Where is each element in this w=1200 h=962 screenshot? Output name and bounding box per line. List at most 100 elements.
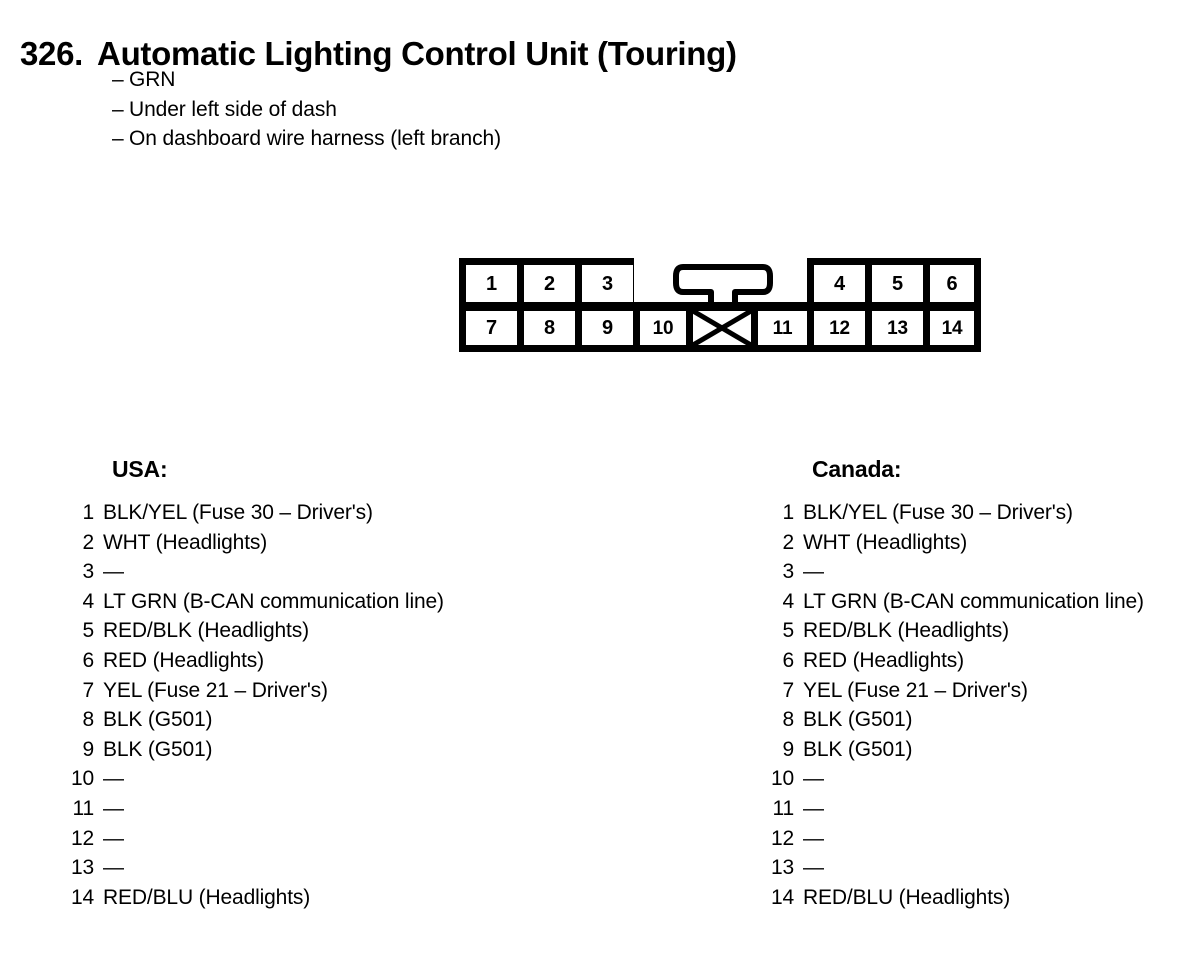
pin-row-number: 9 [782, 737, 794, 761]
pin-list-canada: 1 BLK/YEL (Fuse 30 – Driver's) 2 WHT (Headl… [700, 498, 1144, 912]
pin-row-number: 14 [770, 885, 794, 909]
pin-row: 4 LT GRN (B-CAN communication line) [700, 587, 1144, 617]
connector-pin-12[interactable]: 12 [814, 311, 865, 345]
pin-row-description: BLK (G501) [103, 708, 213, 732]
column-heading-usa: USA: [112, 456, 168, 482]
pin-number-label: 1 [486, 272, 497, 295]
pin-row-number: 2 [82, 530, 94, 554]
pin-row-number: 2 [782, 530, 794, 554]
pin-row-description: — [103, 856, 124, 880]
pin-row: 10— [700, 764, 1144, 794]
pin-row-number: 7 [82, 678, 94, 702]
connector-pin-6[interactable]: 6 [930, 265, 974, 302]
pin-row-number: 13 [70, 856, 94, 880]
pin-row-description: RED (Headlights) [803, 648, 964, 672]
pin-row: 11— [0, 794, 444, 824]
pin-row: 2 WHT (Headlights) [700, 528, 1144, 558]
pin-number-label: 5 [892, 272, 903, 295]
pin-number-label: 13 [887, 317, 908, 339]
connector-pin-7[interactable]: 7 [466, 311, 517, 345]
pin-row: 12— [0, 824, 444, 854]
pin-row: 10— [0, 764, 444, 794]
pin-row-number: 6 [782, 648, 794, 672]
connector-pin-13[interactable]: 13 [872, 311, 923, 345]
connector-pin-1[interactable]: 1 [466, 265, 517, 302]
pin-row-description: LT GRN (B-CAN communication line) [803, 589, 1144, 613]
connector-pin-3[interactable]: 3 [582, 265, 633, 302]
connector-pin-9[interactable]: 9 [582, 311, 633, 345]
connector-pin-11[interactable]: 11 [758, 311, 807, 345]
connector-pin-4[interactable]: 4 [814, 265, 865, 302]
pin-row: 3— [700, 557, 1144, 587]
pin-row-description: — [803, 560, 824, 584]
pin-row: 14 RED/BLU (Headlights) [0, 883, 444, 913]
connector-pin-2[interactable]: 2 [524, 265, 575, 302]
pin-row-description: WHT (Headlights) [803, 530, 968, 554]
pin-row-description: LT GRN (B-CAN communication line) [103, 589, 444, 613]
pin-row-description: BLK (G501) [103, 737, 213, 761]
pin-row-description: BLK/YEL (Fuse 30 – Driver's) [803, 501, 1073, 524]
connector-pin-14[interactable]: 14 [930, 311, 974, 345]
pin-number-label: 9 [602, 317, 613, 339]
pin-row-number: 1 [782, 501, 794, 524]
pin-row-description: BLK (G501) [803, 737, 913, 761]
pin-row: 8 BLK (G501) [700, 705, 1144, 735]
page-title-number: 326. [20, 35, 84, 73]
pin-row-description: — [803, 826, 824, 850]
pin-row-number: 13 [770, 856, 794, 880]
page-title-text: Automatic Lighting Control Unit (Touring… [97, 35, 737, 73]
pin-row-description: YEL (Fuse 21 – Driver's) [103, 678, 328, 702]
cavity-cross-icon [693, 311, 751, 345]
subtitle-text: Under left side of dash [129, 97, 337, 121]
subtitle-list: –GRN–Under left side of dash–On dashboar… [112, 65, 501, 154]
pin-row-description: RED/BLU (Headlights) [103, 885, 311, 909]
title-block: 326. Automatic Lighting Control Unit (To… [20, 12, 1180, 150]
pin-number-label: 14 [941, 317, 963, 339]
pin-row-description: — [803, 767, 824, 791]
pin-row: 13 — [0, 853, 444, 883]
pin-row-number: 12 [770, 826, 794, 850]
pin-row-number: 6 [82, 648, 94, 672]
pin-number-label: 8 [544, 317, 555, 339]
connector-pin-8[interactable]: 8 [524, 311, 575, 345]
pin-number-label: 11 [772, 317, 793, 339]
pin-number-label: 7 [486, 317, 497, 339]
pin-number-label: 2 [544, 272, 555, 295]
latch-recess-area [634, 258, 807, 302]
pin-number-label: 3 [602, 272, 613, 295]
connector-pin-5[interactable]: 5 [872, 265, 923, 302]
pin-row: 7 YEL (Fuse 21 – Driver's) [0, 676, 444, 706]
subtitle-item: –GRN [112, 65, 501, 95]
pin-row-description: RED (Headlights) [103, 648, 264, 672]
pin-number-label: 12 [829, 317, 850, 339]
pin-row: 1 BLK/YEL (Fuse 30 – Driver's) [700, 498, 1144, 528]
pin-row: 6 RED (Headlights) [700, 646, 1144, 676]
page-title: 326. Automatic Lighting Control Unit (To… [20, 34, 1180, 74]
pin-row-description: — [103, 796, 124, 820]
pin-row: 2 WHT (Headlights) [0, 528, 444, 558]
pin-row-number: 12 [70, 826, 94, 850]
pin-row-number: 5 [782, 619, 794, 643]
connector-pin-10[interactable]: 10 [640, 311, 686, 345]
pin-row-number: 8 [782, 708, 794, 732]
pin-row-description: BLK (G501) [803, 708, 913, 732]
pin-row-number: 3 [782, 560, 794, 584]
pin-row-description: YEL (Fuse 21 – Driver's) [803, 678, 1028, 702]
pin-row-description: RED/BLK (Headlights) [103, 619, 309, 643]
subtitle-dash: – [112, 127, 124, 150]
column-heading-canada: Canada: [812, 456, 902, 482]
pin-row-number: 4 [82, 589, 94, 613]
pin-row-number: 14 [70, 885, 94, 909]
connector-blank-cavity [693, 311, 751, 345]
subtitle-item: –Under left side of dash [112, 95, 501, 125]
pin-row-number: 4 [782, 589, 794, 613]
pin-row-description: WHT (Headlights) [103, 530, 268, 554]
pin-row-description: RED/BLU (Headlights) [803, 885, 1011, 909]
